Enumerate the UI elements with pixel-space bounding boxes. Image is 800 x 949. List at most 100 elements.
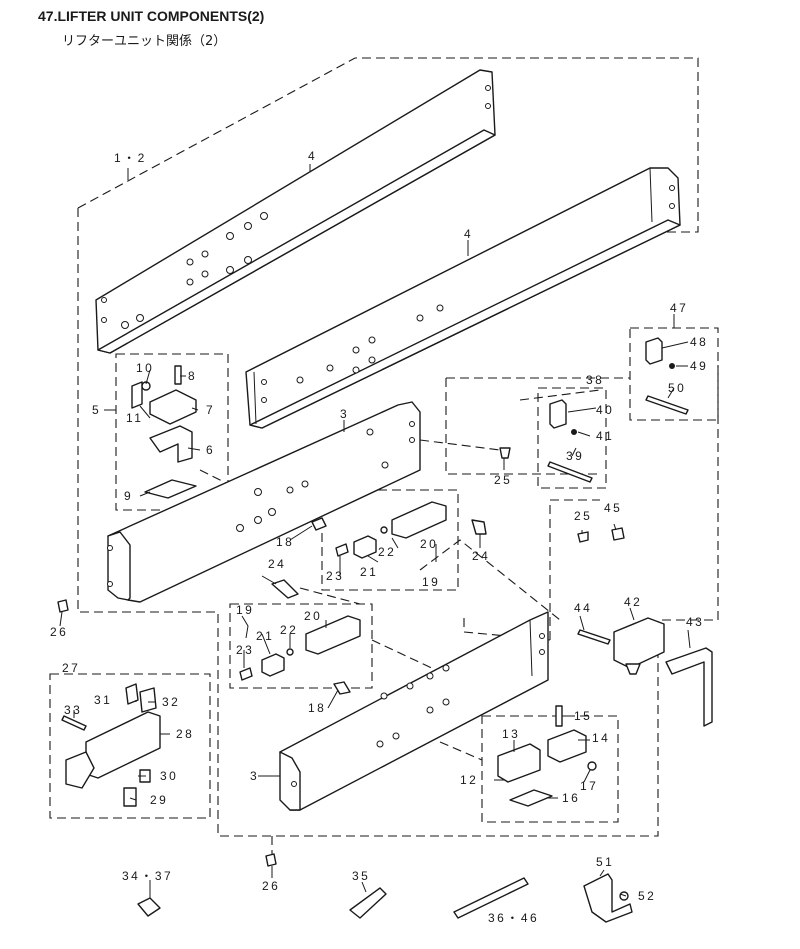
bolt-part-24-lower <box>271 579 299 599</box>
block-part-20-upper <box>391 501 447 539</box>
callout-51: 51 <box>596 855 614 869</box>
callout-23-upper: 23 <box>326 569 344 583</box>
callout-6: 6 <box>206 443 215 457</box>
ball-part-22-upper <box>380 526 388 534</box>
diagram-subtitle: リフターユニット関係（2） <box>62 34 227 49</box>
subassembly-27-parts <box>61 683 161 807</box>
screw-part-15 <box>555 705 563 727</box>
coupling-part-28 <box>65 751 95 789</box>
valve-part-42 <box>613 617 665 669</box>
bracket-part-13 <box>497 743 541 783</box>
callout-24-lower: 24 <box>268 557 286 571</box>
block-part-20-lower <box>305 615 361 655</box>
callout-29: 29 <box>150 793 168 807</box>
tube-part-36-46 <box>453 877 529 919</box>
callout-20-upper: 20 <box>420 537 438 551</box>
subassembly-12-box <box>481 715 619 823</box>
callout-15: 15 <box>574 709 592 723</box>
callout-labels: 1・2 4 4 3 5 6 7 8 9 10 11 12 13 14 15 16… <box>50 149 708 925</box>
screw-part-23-upper <box>335 543 349 557</box>
callout-21-upper: 21 <box>360 565 378 579</box>
screw-part-25-lower <box>577 531 589 543</box>
callout-24-upper: 24 <box>472 549 490 563</box>
callout-32: 32 <box>162 695 180 709</box>
plate-part-16 <box>509 789 553 807</box>
screw-part-41 <box>571 429 577 435</box>
bar-part-3-lower <box>279 611 549 811</box>
callout-22-lower: 22 <box>280 623 298 637</box>
subassembly-38-box <box>537 387 607 489</box>
callout-27: 27 <box>62 661 80 675</box>
callout-36-46: 36・46 <box>488 911 539 925</box>
callout-22-upper: 22 <box>378 545 396 559</box>
elbow-part-31 <box>125 683 139 705</box>
callout-25-upper: 25 <box>494 473 512 487</box>
plate-part-9 <box>144 479 197 499</box>
callout-42: 42 <box>624 595 642 609</box>
diagram-title: 47.LIFTER UNIT COMPONENTS(2) <box>38 8 265 24</box>
nut-part-21-upper <box>353 535 377 559</box>
callout-3-upper: 3 <box>340 407 349 421</box>
screw-part-52 <box>619 891 629 901</box>
sensor-part-40 <box>549 399 567 429</box>
subassembly-12-parts <box>497 705 597 807</box>
screw-part-26-lower <box>265 853 277 867</box>
callout-17: 17 <box>580 779 598 793</box>
right-side-parts <box>577 527 713 727</box>
block-part-7 <box>149 389 197 425</box>
block-part-14 <box>547 729 587 763</box>
loose-parts <box>57 599 633 923</box>
callout-18-lower: 18 <box>308 701 326 715</box>
fitting-part-29 <box>123 787 137 807</box>
ball-part-22-lower <box>286 648 294 656</box>
sensor-part-48 <box>645 337 663 365</box>
callout-45: 45 <box>604 501 622 515</box>
callout-9: 9 <box>124 489 133 503</box>
callout-38: 38 <box>586 373 604 387</box>
callout-19-lower: 19 <box>236 603 254 617</box>
valve-nozzle-part-42 <box>625 663 641 675</box>
callout-41: 41 <box>596 429 614 443</box>
screw-part-10 <box>141 381 151 391</box>
subassembly-19-box-upper <box>321 489 459 591</box>
callout-14: 14 <box>592 731 610 745</box>
callout-50: 50 <box>668 381 686 395</box>
rail-part-4-lower <box>245 167 681 429</box>
callout-39: 39 <box>566 449 584 463</box>
callout-28: 28 <box>176 727 194 741</box>
callout-19-upper: 19 <box>422 575 440 589</box>
subassembly-27-box <box>49 673 211 819</box>
elbow-part-35 <box>349 887 387 919</box>
screw-part-17 <box>587 761 597 771</box>
rod-part-50 <box>645 395 689 415</box>
subassembly-5-parts <box>131 365 197 499</box>
callout-34-37: 34・37 <box>122 869 173 883</box>
callout-52: 52 <box>638 889 656 903</box>
subassembly-19-lower-parts <box>239 579 361 695</box>
rail-part-4-upper <box>95 69 496 354</box>
screw-part-44 <box>577 629 611 645</box>
screw-part-49 <box>669 363 675 369</box>
cylinder-part-11 <box>131 381 143 409</box>
subassembly-19-box-lower <box>229 603 373 689</box>
callout-20-lower: 20 <box>304 609 322 623</box>
callout-4-lower: 4 <box>464 227 473 241</box>
callout-35: 35 <box>352 869 370 883</box>
callout-11: 11 <box>126 411 143 425</box>
screw-part-23-lower <box>239 667 253 681</box>
subassembly-38-parts <box>499 399 593 483</box>
callout-47: 47 <box>670 301 688 315</box>
screw-part-25-upper <box>499 447 511 459</box>
callout-31: 31 <box>94 693 112 707</box>
subassembly-19-upper-parts <box>311 501 487 559</box>
callout-43: 43 <box>686 615 704 629</box>
callout-49: 49 <box>690 359 708 373</box>
callout-16: 16 <box>562 791 580 805</box>
callout-7: 7 <box>206 403 215 417</box>
callout-1-2: 1・2 <box>114 151 147 165</box>
callout-18-upper: 18 <box>276 535 294 549</box>
plate-part-33 <box>61 715 87 731</box>
subassembly-47-parts <box>645 337 689 415</box>
callout-33: 33 <box>64 703 82 717</box>
